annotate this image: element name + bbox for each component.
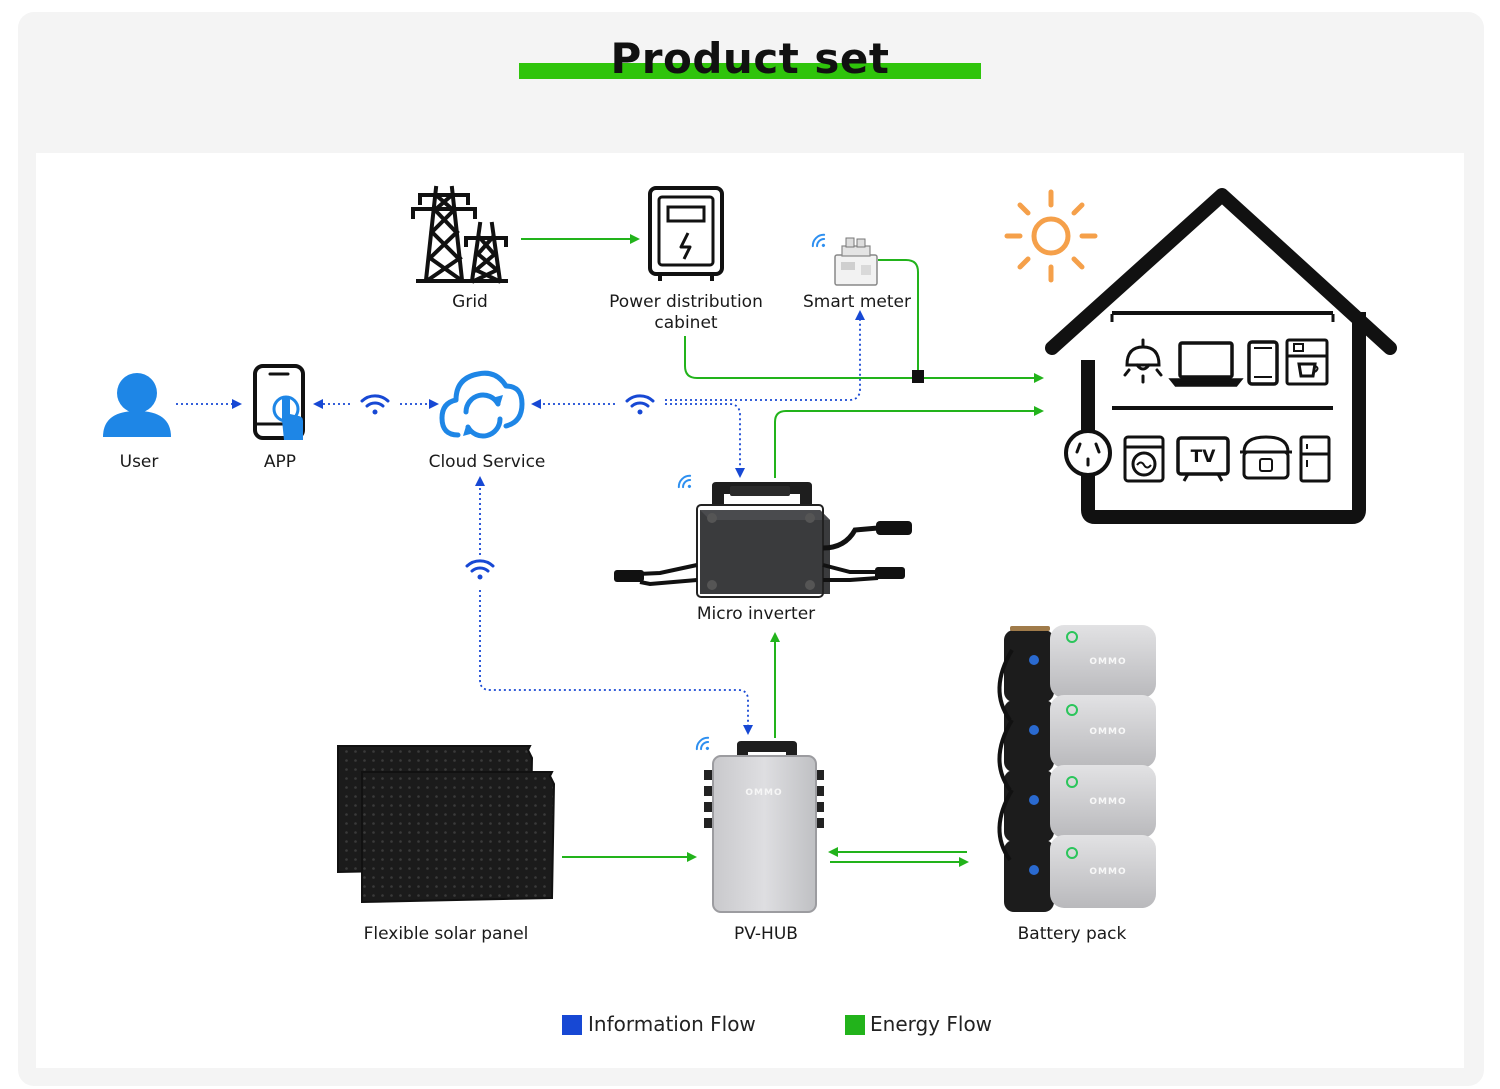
rice-cooker-icon	[1240, 435, 1292, 480]
meter-junction	[912, 370, 924, 383]
smart-meter-tap-line	[878, 259, 919, 378]
battery-pack-label: Battery pack	[1017, 924, 1127, 944]
wifi-icon	[625, 394, 655, 415]
battery-brand: OMMO	[1089, 657, 1126, 667]
flexible-solar-panel-device	[337, 745, 556, 904]
coffee-machine-icon	[1285, 338, 1329, 386]
cabinet-to-house-arrow	[684, 336, 1044, 383]
cloud-to-hub-arrow	[479, 590, 753, 735]
distribution-cabinet-icon	[648, 186, 724, 281]
fridge-icon	[1299, 435, 1331, 483]
grid-label: Grid	[452, 292, 488, 312]
washing-machine-icon	[1123, 435, 1165, 483]
information-flow-lines	[176, 310, 865, 735]
page-title: Product set	[610, 34, 890, 83]
wifi-icon	[811, 233, 826, 248]
pv-hub-brand: OMMO	[745, 788, 782, 798]
cabinet-label: Power distribution cabinet	[586, 292, 786, 334]
wifi-icon	[695, 736, 710, 751]
cabinet-label-line1: Power distribution	[609, 292, 763, 312]
app-label: APP	[263, 452, 297, 472]
app-phone-icon	[253, 364, 305, 440]
smart-meter-icon	[834, 237, 878, 286]
cloud-service-icon	[439, 370, 525, 439]
pv-hub-device: OMMO	[704, 741, 824, 913]
wifi-icon	[360, 394, 390, 415]
battery-brand: OMMO	[1089, 727, 1126, 737]
tablet-icon	[1247, 340, 1279, 386]
battery-brand: OMMO	[1089, 797, 1126, 807]
cloud-to-meter-arrow	[665, 310, 865, 401]
energy-flow-legend-label: Energy Flow	[870, 1012, 993, 1036]
wifi-icon	[677, 474, 692, 489]
tv-icon: TV	[1176, 436, 1230, 482]
sun-icon	[1004, 189, 1098, 283]
info-flow-legend-label: Information Flow	[588, 1012, 756, 1036]
energy-flow-swatch	[845, 1015, 865, 1035]
diagram-panel	[36, 153, 1464, 1068]
power-tower-icon	[411, 185, 508, 284]
pv-hub-label: PV-HUB	[734, 924, 798, 944]
battery-brand: OMMO	[1089, 867, 1126, 877]
info-flow-swatch	[562, 1015, 582, 1035]
battery-pack-device: OMMO OMMO OMMO OMMO	[997, 625, 1156, 912]
cloud-service-label: Cloud Service	[428, 452, 546, 472]
tv-label: TV	[1191, 447, 1217, 467]
house-icon	[1045, 188, 1397, 524]
cloud-to-inverter-arrow	[665, 403, 745, 478]
laptop-icon	[1168, 341, 1244, 387]
wifi-icon	[465, 559, 495, 580]
title-underline-bar	[519, 63, 981, 79]
micro-inverter-device	[614, 482, 912, 598]
inverter-to-house-arrow	[774, 406, 1044, 478]
smart-meter-label: Smart meter	[803, 292, 911, 312]
solar-panel-label: Flexible solar panel	[363, 924, 529, 944]
power-outlet-icon	[1064, 429, 1112, 477]
user-label: User	[119, 452, 159, 472]
cabinet-label-line2: cabinet	[654, 313, 718, 333]
energy-flow-lines	[521, 234, 1044, 867]
micro-inverter-label: Micro inverter	[696, 604, 816, 624]
user-icon	[103, 373, 171, 437]
ceiling-lamp-icon	[1123, 338, 1163, 384]
